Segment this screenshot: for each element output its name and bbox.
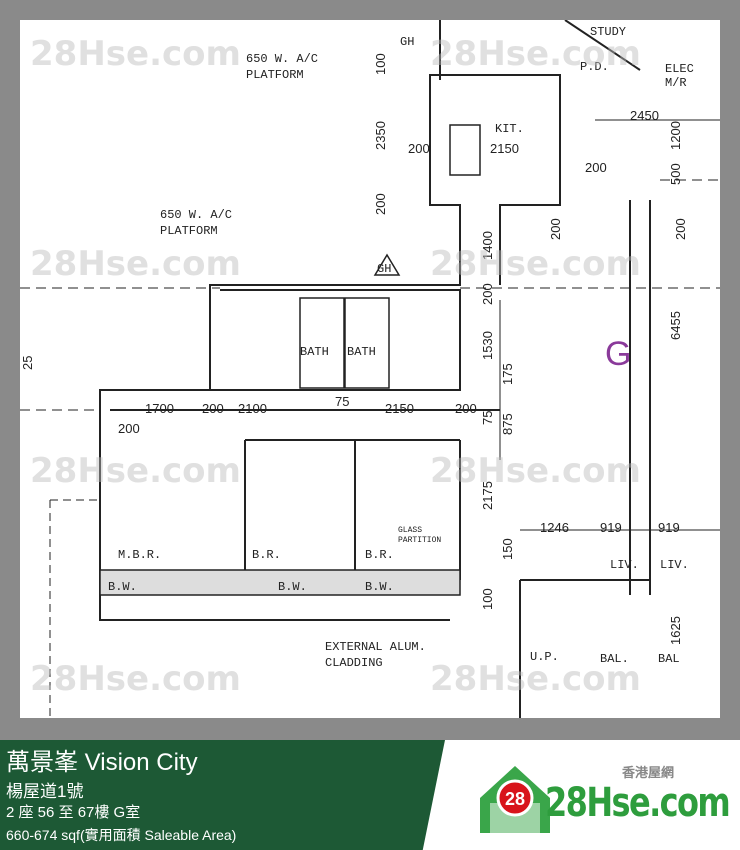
plan-label: B.R. bbox=[252, 548, 281, 562]
dimension: 1530 bbox=[480, 331, 495, 360]
dimension: 200 bbox=[585, 160, 607, 175]
plan-label: M.B.R. bbox=[118, 548, 161, 562]
dimension: 2100 bbox=[238, 401, 267, 416]
dimension: 1200 bbox=[668, 121, 683, 150]
plan-label: EXTERNAL ALUM. bbox=[325, 640, 426, 654]
floor-plan: G 650 W. A/C PLATFORM 650 W. A/C PLATFOR… bbox=[20, 19, 720, 718]
watermark: 28Hse.com bbox=[30, 34, 241, 74]
watermark: 28Hse.com bbox=[30, 659, 241, 699]
plan-label: M/R bbox=[665, 76, 687, 90]
watermark: 28Hse.com bbox=[430, 451, 641, 491]
plan-label: ELEC bbox=[665, 62, 694, 76]
property-title: 萬景峯 Vision City bbox=[6, 749, 198, 776]
property-address: 楊屋道1號 bbox=[6, 782, 84, 801]
bay-window-strip bbox=[99, 569, 461, 596]
plan-label: GH bbox=[400, 35, 414, 49]
plan-label: P.D. bbox=[580, 60, 609, 74]
watermark: 28Hse.com bbox=[30, 451, 241, 491]
floor-plan-drawing: G 650 W. A/C PLATFORM 650 W. A/C PLATFOR… bbox=[20, 19, 720, 718]
plan-label: B.R. bbox=[365, 548, 394, 562]
dimension: 100 bbox=[373, 53, 388, 75]
dimension: 2150 bbox=[385, 401, 414, 416]
watermark: 28Hse.com bbox=[430, 659, 641, 699]
watermark: 28Hse.com bbox=[430, 34, 641, 74]
dimension: 100 bbox=[480, 588, 495, 610]
plan-label: CLADDING bbox=[325, 656, 383, 670]
plan-label: BATH bbox=[300, 345, 329, 359]
dimension: 1400 bbox=[480, 231, 495, 260]
plan-label: PLATFORM bbox=[246, 68, 304, 82]
house-logo-icon: 28 bbox=[480, 766, 550, 833]
watermark: 28Hse.com bbox=[30, 244, 241, 284]
plan-label: BATH bbox=[347, 345, 376, 359]
dimension: 1700 bbox=[145, 401, 174, 416]
unit-marker: G bbox=[605, 335, 631, 373]
plan-label: STUDY bbox=[590, 25, 626, 39]
dimension: 200 bbox=[373, 193, 388, 215]
listing-info-panel: 萬景峯 Vision City 楊屋道1號 2 座 56 至 67樓 G室 66… bbox=[0, 740, 445, 850]
plan-label: LIV. bbox=[610, 558, 639, 572]
plan-label: GH bbox=[377, 262, 391, 276]
dimension: 200 bbox=[673, 218, 688, 240]
logo-brand: 28Hse.com bbox=[545, 780, 731, 826]
dimension: 200 bbox=[548, 218, 563, 240]
listing-footer: 萬景峯 Vision City 楊屋道1號 2 座 56 至 67樓 G室 66… bbox=[0, 740, 740, 850]
plan-label: BAL bbox=[658, 652, 680, 666]
logo-tagline: 香港屋網 bbox=[622, 765, 675, 780]
property-unit: 2 座 56 至 67樓 G室 bbox=[6, 804, 141, 821]
dimension: 2450 bbox=[630, 108, 659, 123]
dimension: 500 bbox=[668, 163, 683, 185]
plan-label: PLATFORM bbox=[160, 224, 218, 238]
logo-badge: 28 bbox=[505, 789, 525, 809]
plan-label: 650 W. A/C bbox=[160, 208, 232, 222]
dimension: 919 bbox=[658, 520, 680, 535]
dimension: 175 bbox=[500, 363, 515, 385]
dimension: 75 bbox=[480, 411, 495, 425]
dimension: 25 bbox=[20, 356, 35, 370]
dimension: 2175 bbox=[480, 481, 495, 510]
plan-label: U.P. bbox=[530, 650, 559, 664]
property-area: 660-674 sqf(實用面積 Saleable Area) bbox=[6, 827, 237, 843]
dimension: 1625 bbox=[668, 616, 683, 645]
plan-label: B.W. bbox=[365, 580, 394, 594]
dimension: 2350 bbox=[373, 121, 388, 150]
dimension: 200 bbox=[455, 401, 477, 416]
dimension: 2150 bbox=[490, 141, 519, 156]
dimension: 875 bbox=[500, 413, 515, 435]
plan-label: B.W. bbox=[278, 580, 307, 594]
dimension: 6455 bbox=[668, 311, 683, 340]
plan-label: KIT. bbox=[495, 122, 524, 136]
plan-label: GLASS bbox=[398, 526, 422, 535]
plan-label: BAL. bbox=[600, 652, 629, 666]
plan-label: B.W. bbox=[108, 580, 137, 594]
plan-label: PARTITION bbox=[398, 536, 441, 545]
dimension: 1246 bbox=[540, 520, 569, 535]
dimension: 200 bbox=[202, 401, 224, 416]
plan-label: LIV. bbox=[660, 558, 689, 572]
dimension: 150 bbox=[500, 538, 515, 560]
dimension: 200 bbox=[118, 421, 140, 436]
dimension: 200 bbox=[480, 283, 495, 305]
dimension: 200 bbox=[408, 141, 430, 156]
dimension: 919 bbox=[600, 520, 622, 535]
watermark: 28Hse.com bbox=[430, 244, 641, 284]
plan-label: 650 W. A/C bbox=[246, 52, 318, 66]
dimension: 75 bbox=[335, 394, 349, 409]
